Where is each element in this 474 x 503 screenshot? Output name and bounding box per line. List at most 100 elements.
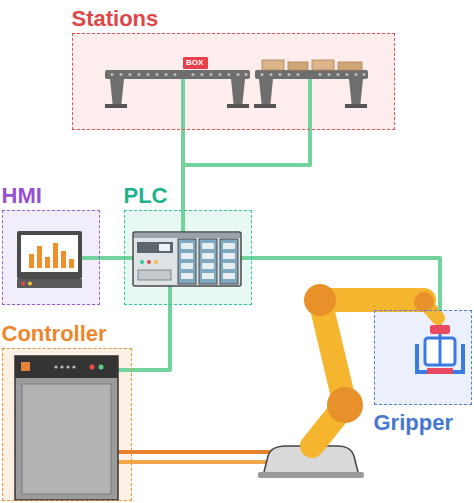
hmi-region: HMI (2, 210, 100, 305)
plc-device (181, 243, 193, 249)
station-table (237, 73, 240, 76)
plc-device (220, 239, 238, 284)
station-table (156, 73, 159, 76)
controller-cabinet (21, 362, 30, 371)
robot-arm (327, 387, 363, 423)
signal-connector (252, 258, 440, 310)
station-table (138, 73, 141, 76)
station-table (279, 73, 282, 76)
plc-device (223, 273, 235, 279)
hmi-monitor (29, 243, 74, 268)
station-table (111, 73, 248, 76)
signal-wire (168, 286, 172, 305)
station-table (349, 79, 363, 108)
plc-device (138, 270, 171, 280)
signal-wire (82, 79, 440, 370)
robot-cable (118, 450, 272, 454)
station-table (288, 62, 308, 70)
station-table (192, 73, 195, 76)
stations-region: StationsBOX (72, 33, 395, 130)
hmi-monitor (17, 231, 82, 279)
plc-device (223, 253, 235, 259)
signal-wire (241, 256, 252, 260)
station-table (110, 79, 124, 108)
plc-device (223, 263, 235, 269)
region-fill (2, 210, 100, 305)
signal-connector (181, 130, 185, 210)
signal-connector (132, 305, 170, 370)
hmi-monitor (29, 254, 34, 268)
station-table (363, 73, 366, 76)
station-table (105, 60, 368, 108)
station-table (174, 73, 177, 76)
tag-text: BOX (183, 57, 208, 68)
gripper-region: Gripper (374, 310, 472, 405)
station-table (219, 73, 222, 76)
controller-cabinet (22, 384, 111, 494)
station-table (210, 73, 213, 76)
station-table (346, 73, 349, 76)
hmi-monitor (69, 259, 74, 268)
hmi-monitor (45, 257, 50, 268)
region-heading: Controller (2, 321, 107, 346)
signal-wire (118, 368, 132, 372)
gripper-tool (439, 334, 442, 365)
region-fill (2, 33, 472, 501)
hmi-monitor (17, 279, 82, 288)
station-table (337, 73, 340, 76)
plc-device (202, 243, 214, 249)
station-table (312, 60, 334, 70)
signal-connector (100, 256, 124, 260)
robot-arm (304, 284, 336, 316)
hmi-monitor (21, 235, 78, 272)
robot-cable (118, 452, 272, 462)
station-table (201, 73, 204, 76)
hmi-monitor (61, 251, 66, 268)
hmi-monitor (17, 231, 82, 288)
controller-cabinet (15, 356, 118, 378)
station-table (165, 73, 168, 76)
signal-wire (181, 79, 185, 130)
station-table (355, 73, 358, 76)
signal-wire (181, 210, 185, 232)
station-table (255, 70, 368, 79)
box-tag: BOX (183, 57, 208, 69)
hmi-monitor (28, 282, 32, 286)
plc-device (140, 260, 144, 264)
region-heading: Gripper (374, 410, 453, 435)
gripper-tool (430, 325, 450, 334)
plc-device (137, 242, 173, 253)
station-table (270, 73, 273, 76)
controller-cabinet (99, 365, 104, 370)
signal-wire (183, 79, 310, 165)
plc-device (159, 244, 170, 251)
plc-device (181, 273, 193, 279)
region-fill (2, 348, 132, 501)
signal-wire (124, 256, 133, 260)
controller-cabinet (72, 365, 75, 368)
robot-arm (258, 284, 438, 478)
plc-device (181, 243, 235, 279)
region-heading: Stations (72, 6, 159, 31)
station-table (245, 73, 248, 76)
region-fill (374, 310, 472, 405)
region-fill (124, 210, 252, 305)
plc-device (178, 239, 196, 284)
plc-device (133, 232, 241, 286)
station-table (227, 104, 249, 108)
robot-cable (118, 460, 268, 464)
station-table (319, 73, 322, 76)
station-table (147, 73, 150, 76)
plc-device (202, 263, 214, 269)
station-table (262, 60, 284, 70)
gripper-tool (417, 325, 463, 374)
gripper-tool (427, 368, 453, 374)
controller-cabinet (15, 356, 118, 500)
station-table (228, 73, 231, 76)
station-table (297, 73, 300, 76)
station-table (338, 62, 362, 70)
station-table (105, 70, 250, 79)
region-heading: HMI (2, 183, 42, 208)
plc-device (154, 260, 158, 264)
